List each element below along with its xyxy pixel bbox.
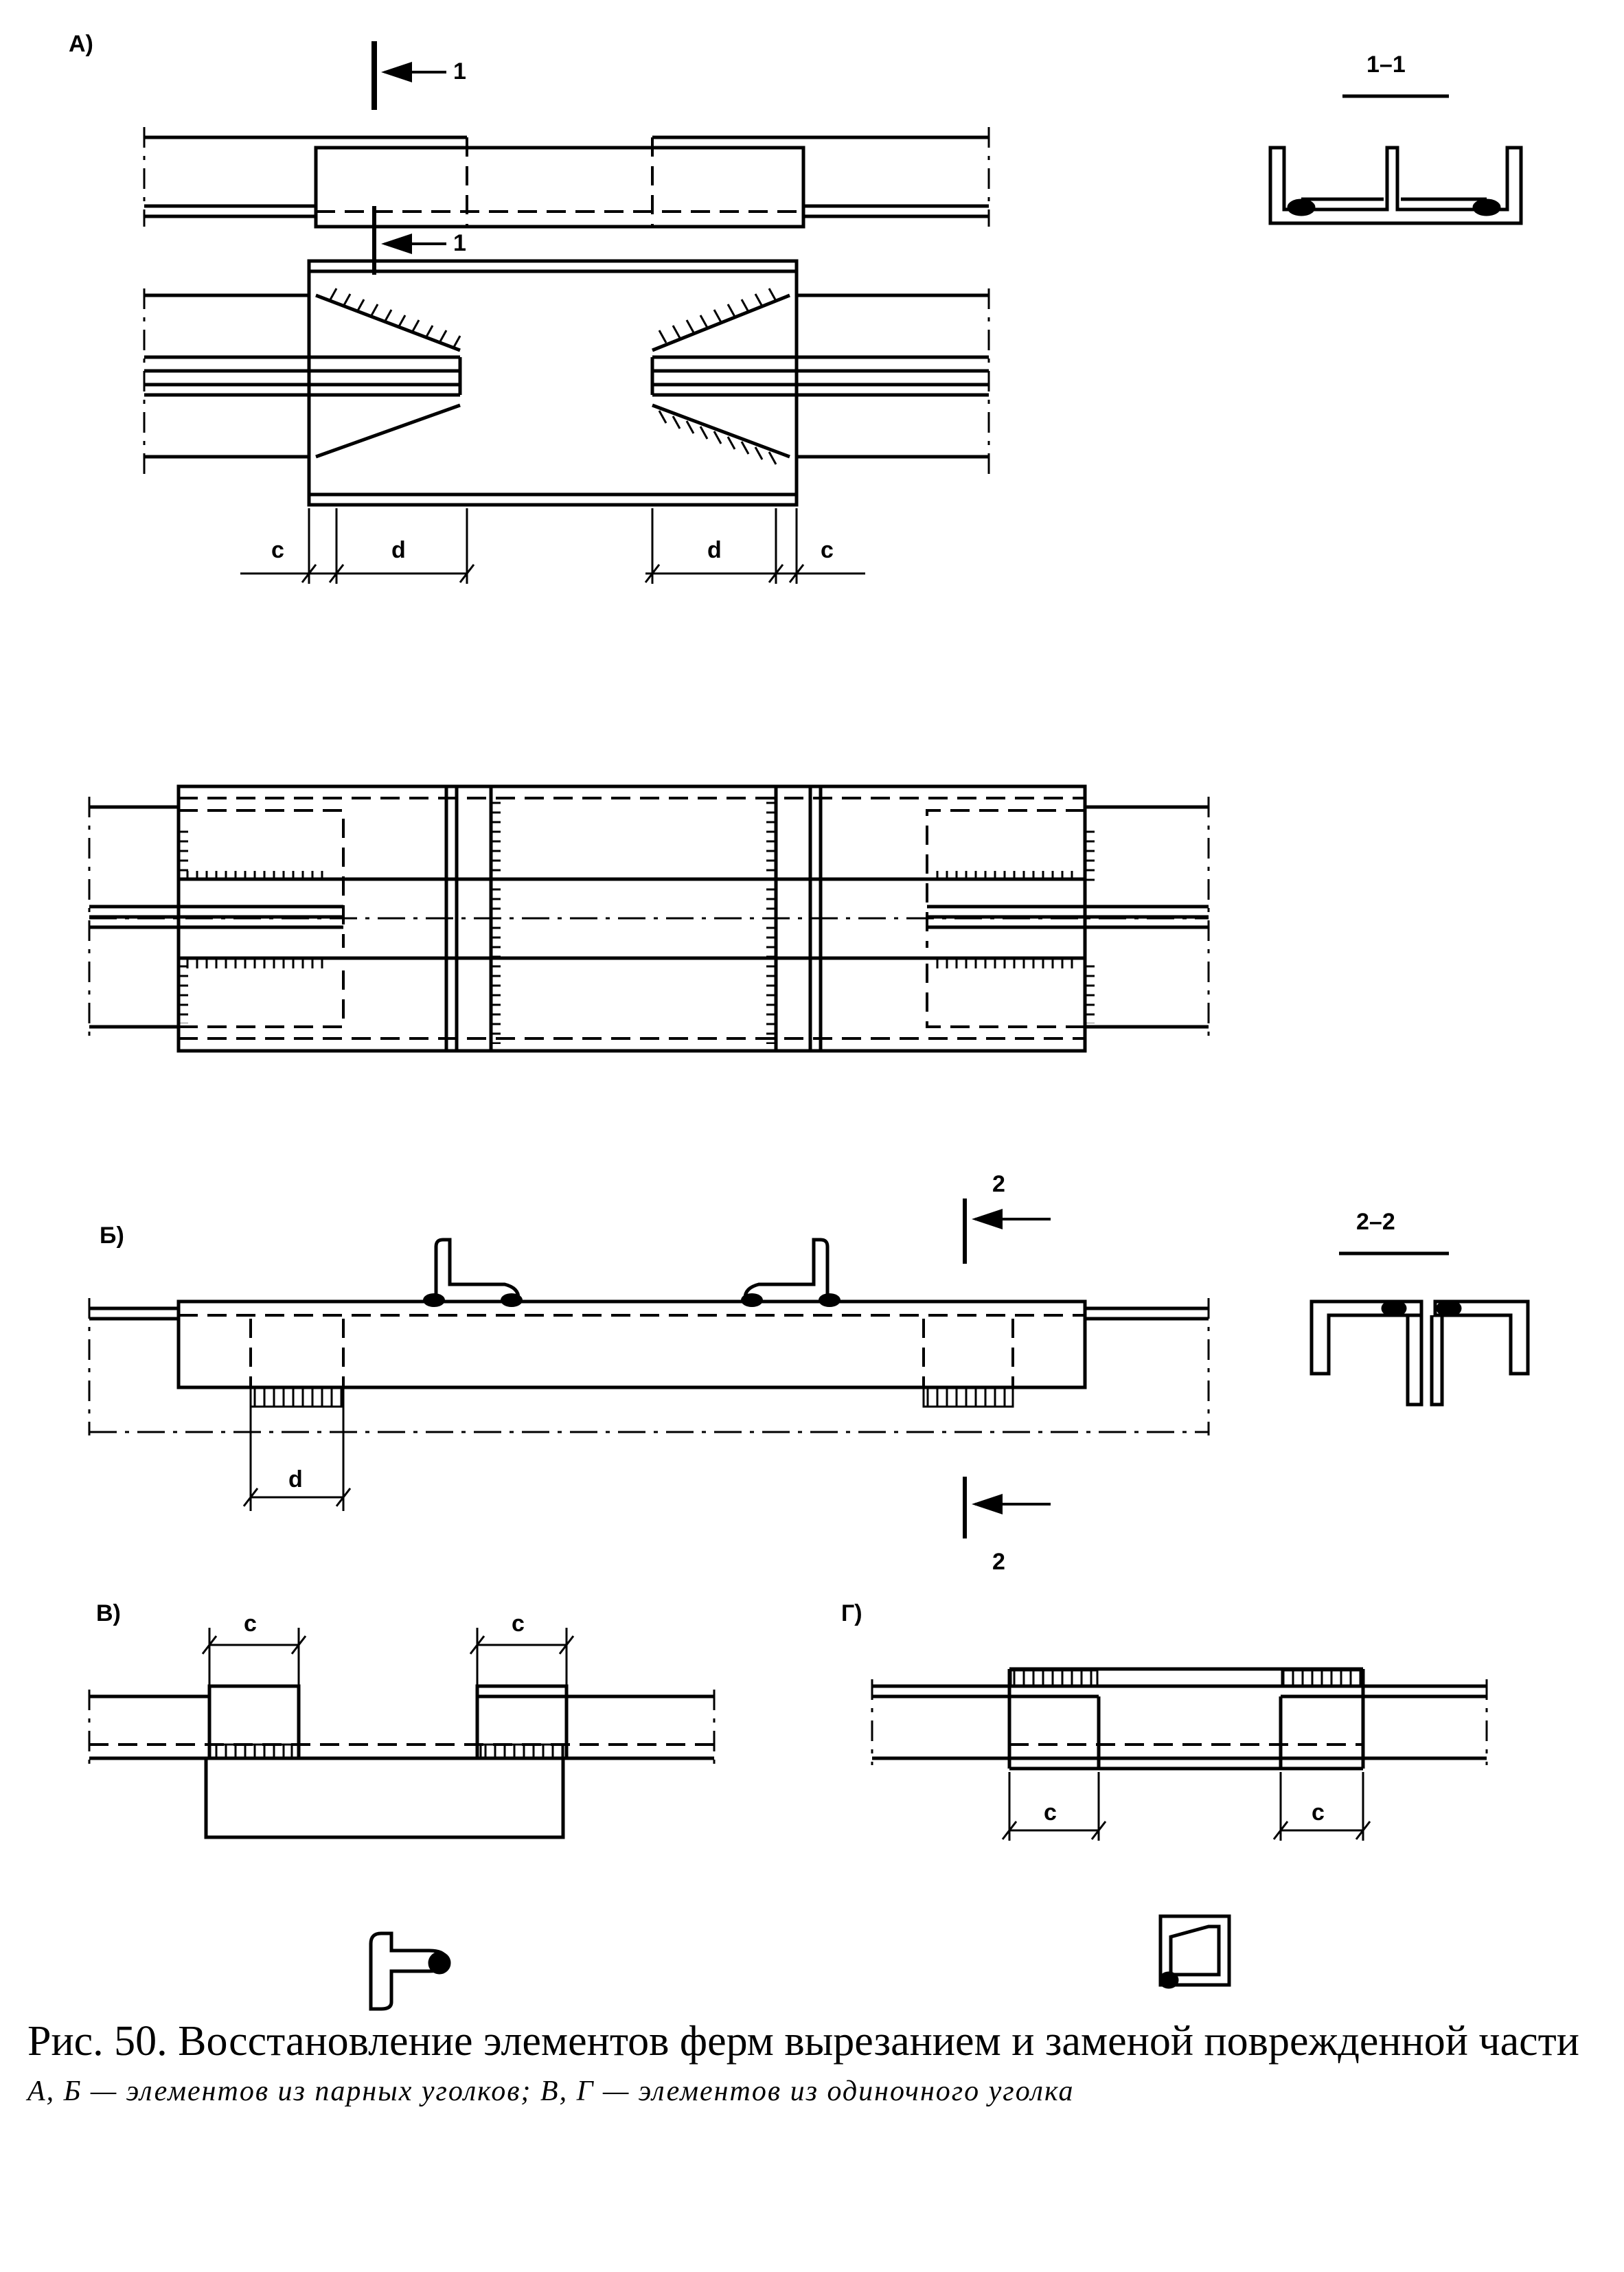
panel-b-weld (249, 1293, 1014, 1408)
panel-a-section-view (143, 259, 990, 507)
panel-a-lower-assembly (88, 784, 1210, 1053)
panel-a-label: А) (69, 31, 93, 57)
panel-a-dimensions (240, 508, 865, 584)
section-mark-2-top: 2 (992, 1171, 1005, 1197)
caption-title: Рис. 50. Восстановление элементов ферм в… (27, 2018, 1579, 2065)
panel-b-drawing (88, 1199, 1210, 1538)
panel-b-label: Б) (100, 1223, 124, 1249)
panel-a-top (143, 41, 990, 275)
section-1-1-label: 1–1 (1366, 52, 1406, 78)
dim-c-v-left: с (244, 1611, 257, 1637)
panel-v-weld (215, 1743, 564, 1760)
section-2-2-label: 2–2 (1356, 1209, 1395, 1235)
dim-d-b: d (288, 1466, 303, 1492)
caption-subtitle: А, Б — элементов из парных уголков; В, Г… (27, 2076, 1075, 2107)
dim-c-a-right: с (821, 537, 834, 563)
panel-a-lower-weld-hatches (179, 797, 1095, 1044)
panel-g-label: Г) (841, 1600, 862, 1626)
truss-repair-drawing: А) 1 1 (69, 31, 1530, 2011)
section-mark-2-bottom: 2 (992, 1549, 1005, 1575)
dim-d-a-left: d (391, 537, 406, 563)
section-mark-1-mid: 1 (453, 230, 466, 256)
panel-v-drawing (88, 1628, 716, 2011)
dim-c-g-left: с (1044, 1799, 1057, 1826)
dim-c-v-right: с (512, 1611, 525, 1637)
panel-a-weld-hatches (328, 288, 777, 465)
panel-v-label: В) (96, 1600, 121, 1626)
figure-caption: Рис. 50. Восстановление элементов ферм в… (27, 2016, 1600, 2108)
dim-c-a-left: с (271, 537, 284, 563)
section-mark-1-top: 1 (453, 58, 466, 84)
panel-g-drawing (871, 1667, 1488, 1989)
panel-g-weld (1009, 1669, 1363, 1687)
dim-d-a-right: d (707, 537, 722, 563)
section-1-1-drawing (1268, 94, 1523, 225)
section-2-2-drawing (1310, 1251, 1530, 1407)
dim-c-g-right: с (1312, 1799, 1325, 1826)
